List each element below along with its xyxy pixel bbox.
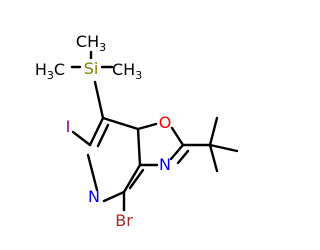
- atom-n-pyridine: N: [88, 187, 100, 206]
- atom-n-oxazole: N: [159, 155, 171, 174]
- bond-c7a-o: [136, 122, 158, 131]
- bond-cq-me-down: [208, 143, 219, 173]
- methyl-right-ch: CH: [112, 60, 135, 79]
- bond-c7-i: [71, 130, 92, 147]
- bond-c2-n3: [169, 143, 185, 161]
- methyl-top-ch: CH: [76, 32, 99, 51]
- bond-c7-si: [93, 80, 105, 120]
- methyl-right-label: CH3: [112, 60, 142, 82]
- atom-o: O: [159, 113, 172, 132]
- atom-br: Br: [115, 211, 133, 230]
- atom-i: I: [66, 117, 71, 136]
- bond-c6-n: [86, 153, 99, 192]
- bond-c2-n3-double: [176, 149, 190, 165]
- bond-cq-me-right: [208, 143, 239, 153]
- methyl-right-subscript: 3: [135, 69, 142, 82]
- bond-c7-c6: [88, 116, 105, 147]
- bond-c4-c3a-double: [128, 168, 145, 190]
- bond-c7-c6-double: [96, 123, 110, 148]
- atom-si: Si: [84, 59, 99, 78]
- methyl-left-h: H: [35, 60, 47, 79]
- atom-label-layer: Si I O N N Br H3C CH3 CH3: [35, 32, 171, 230]
- methyl-top-subscript: 3: [99, 41, 106, 54]
- methyl-left-subscript: 3: [47, 69, 54, 82]
- molecule-structure: Si I O N N Br H3C CH3 CH3: [35, 32, 239, 230]
- bond-o-c2: [170, 126, 185, 147]
- bond-n-c4: [102, 190, 126, 203]
- methyl-left-label: H3C: [35, 60, 65, 82]
- bond-c7a-c7: [101, 116, 140, 131]
- bond-c4-c3a: [122, 163, 142, 194]
- methyl-top-label: CH3: [76, 32, 106, 54]
- methyl-left-c: C: [54, 60, 65, 79]
- bond-layer: [70, 50, 239, 212]
- bond-c3a-c7a: [136, 127, 142, 167]
- bond-cq-me-up: [208, 116, 219, 147]
